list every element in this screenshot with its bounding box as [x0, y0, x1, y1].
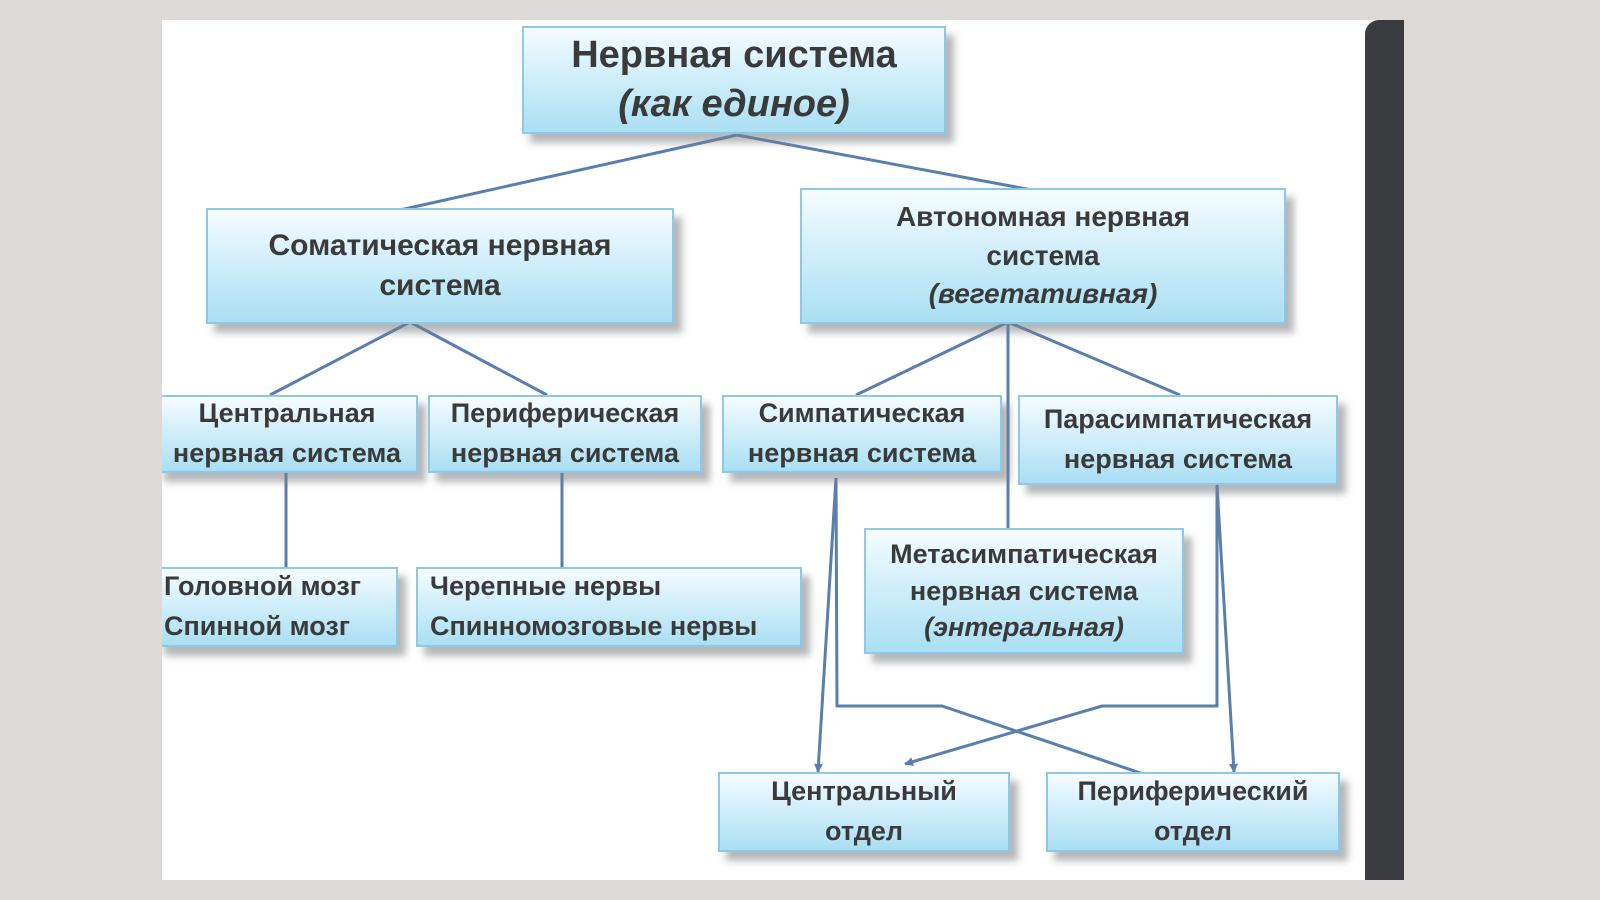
node-line: нервная система [172, 438, 402, 468]
link-root-autonomic [736, 133, 1033, 192]
node-line: Симпатическая [758, 398, 966, 429]
node-subtitle: (энтеральная) [924, 612, 1124, 643]
node-line: нервная система [909, 575, 1139, 606]
node-line: отдел [1154, 816, 1232, 846]
node-metasympathetic: Метасимпатическая нервная система (энтер… [864, 528, 1184, 654]
node-line: Головной мозг [164, 571, 361, 602]
node-line: система [379, 269, 501, 302]
node-line: Автономная нервная [895, 201, 1191, 233]
node-line: Парасимпатическая [1043, 404, 1313, 435]
node-nerves: Черепные нервы Спинномозговые нервы [416, 567, 802, 647]
diagram-canvas: Нервная система (как единое) Соматическа… [162, 20, 1404, 880]
link-somatic-peripheral [409, 320, 548, 397]
node-autonomic: Автономная нервная система (вегетативная… [800, 188, 1286, 324]
node-line: Соматическая нервная [268, 228, 612, 262]
dark-side-panel [1365, 20, 1404, 880]
node-line: Центральная [198, 398, 376, 429]
node-line: Метасимпатическая [890, 539, 1158, 570]
node-central-dept: Центральный отдел [718, 772, 1010, 852]
node-line: система [986, 239, 1100, 271]
link-autonomic-parasympathetic [1007, 320, 1181, 397]
link-autonomic-sympathetic [855, 320, 1009, 397]
node-line: Периферический [1077, 776, 1309, 807]
arrow-sympathetic-peripheral [834, 477, 1168, 784]
connector-lines [269, 133, 1239, 784]
node-line: Черепные нервы [430, 571, 662, 602]
node-subtitle: (как единое) [618, 83, 850, 125]
link-somatic-central [269, 320, 411, 397]
node-peripheral-ns: Периферическая нервная система [428, 395, 702, 473]
node-title: Нервная система [571, 33, 897, 76]
arrow-sympathetic-central [814, 477, 838, 773]
node-subtitle: (вегетативная) [928, 278, 1158, 310]
node-parasympathetic: Парасимпатическая нервная система [1018, 395, 1338, 485]
link-root-somatic [399, 133, 738, 212]
node-peripheral-dept: Периферический отдел [1046, 772, 1340, 852]
node-sympathetic: Симпатическая нервная система [722, 395, 1002, 473]
node-line: Спинномозговые нервы [430, 611, 758, 641]
node-brain-spinal: Головной мозг Спинной мозг [162, 567, 398, 647]
node-nervous-system: Нервная система (как единое) [522, 26, 946, 134]
node-line: нервная система [1063, 444, 1293, 474]
node-line: Центральный [771, 776, 957, 807]
node-line: нервная система [747, 438, 977, 468]
node-line: нервная система [450, 438, 680, 468]
node-central-ns: Центральная нервная система [162, 395, 418, 473]
node-line: Спинной мозг [164, 611, 351, 641]
node-line: Периферическая [450, 398, 680, 429]
node-somatic: Соматическая нервная система [206, 208, 674, 324]
arrow-parasympathetic-central [904, 485, 1219, 767]
arrow-parasympathetic-peripheral [1215, 484, 1239, 773]
node-line: отдел [825, 816, 903, 846]
